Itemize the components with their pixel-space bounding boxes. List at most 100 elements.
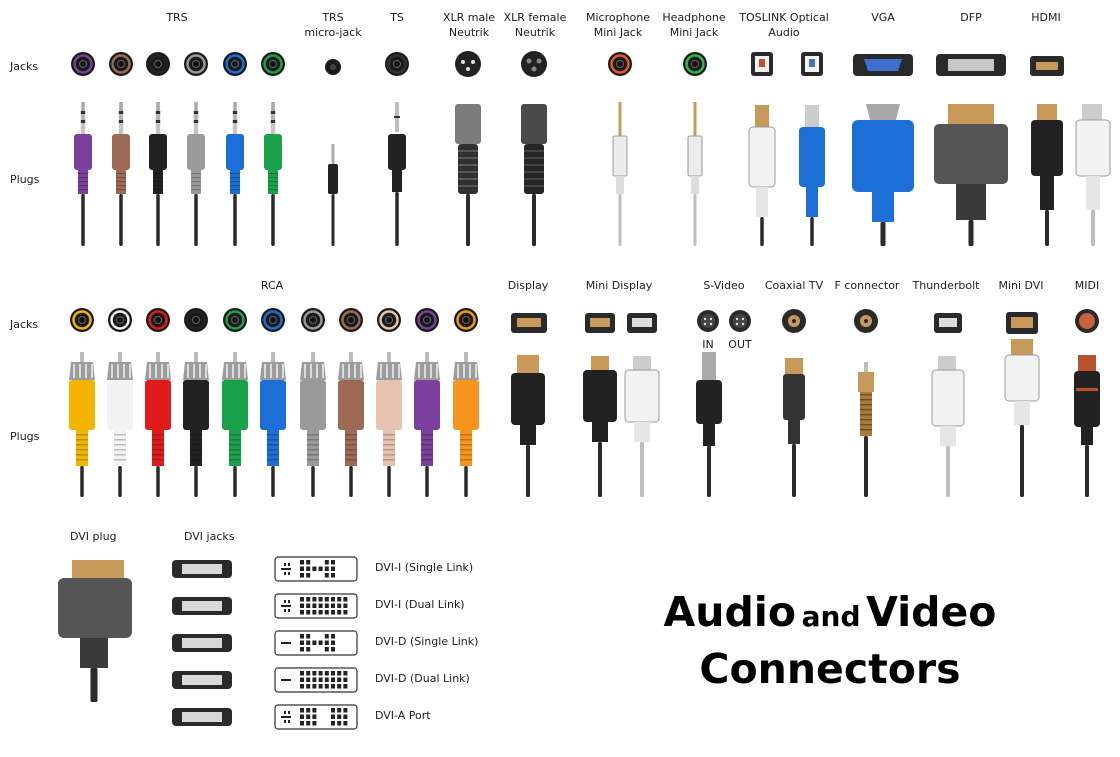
rca-jack: [377, 308, 401, 332]
label-headphone: Headphone Mini Jack: [662, 11, 726, 39]
rca-plug: [107, 352, 133, 497]
coaxial-jack: [782, 309, 806, 333]
rca-plug: [222, 352, 248, 497]
jacks-row-label-top: Jacks: [10, 60, 39, 73]
rca-jack: [415, 308, 439, 332]
dfp-plug: [934, 104, 1008, 246]
dvi-jack-port: [172, 634, 232, 652]
dvi-pin-diagram: [274, 630, 358, 656]
rca-jack: [184, 308, 208, 332]
label-svideo-out: OUT: [728, 338, 752, 351]
dvi-port-label: DVI-D (Dual Link): [375, 672, 470, 685]
trs-micro-jack: [325, 59, 341, 75]
label-xlr-female: XLR female Neutrik: [503, 11, 567, 39]
plugs-row-label-mid: Plugs: [10, 430, 40, 443]
mini-dvi-plug: [1004, 339, 1040, 497]
vga-plug: [852, 104, 914, 246]
trs-plug: [112, 102, 130, 246]
svideo-jack: [697, 310, 719, 332]
toslink-plug: [748, 105, 776, 246]
dvi-pin-diagram: [274, 556, 358, 582]
xlr-female-plug: [521, 104, 547, 246]
trs-plug: [264, 102, 282, 246]
hdmi-plug-white: [1075, 104, 1111, 246]
xlr-female-jack: [521, 51, 547, 77]
label-f-connector: F connector: [834, 279, 900, 292]
rca-plug: [300, 352, 326, 497]
hdmi-jack: [1030, 56, 1064, 76]
rca-jack: [108, 308, 132, 332]
label-display: Display: [507, 279, 549, 292]
midi-plug: [1074, 355, 1100, 497]
label-thunderbolt: Thunderbolt: [912, 279, 980, 292]
label-ts: TS: [390, 11, 404, 24]
svideo-jack: [729, 310, 751, 332]
rca-plug: [145, 352, 171, 497]
label-dvi-plug: DVI plug: [70, 530, 117, 543]
dvi-jack-port: [172, 708, 232, 726]
label-toslink: TOSLINK Optical Audio: [739, 11, 829, 39]
dvi-port-label: DVI-I (Dual Link): [375, 598, 465, 611]
rca-plug: [260, 352, 286, 497]
microphone-jack: [608, 52, 632, 76]
trs-plug: [187, 102, 205, 246]
rca-jack: [261, 308, 285, 332]
thunderbolt-jack: [934, 313, 962, 333]
label-svideo-in: IN: [702, 338, 714, 351]
dvi-plug-large: [58, 560, 132, 702]
toslink-jack: [751, 52, 773, 76]
rca-plug: [414, 352, 440, 497]
label-svideo: S-Video: [703, 279, 745, 292]
rca-jack: [339, 308, 363, 332]
label-microphone: Microphone Mini Jack: [585, 11, 651, 39]
rca-plug: [69, 352, 95, 497]
hdmi-plug: [1031, 104, 1063, 246]
dvi-port-label: DVI-D (Single Link): [375, 635, 479, 648]
plugs-row-label-top: Plugs: [10, 173, 40, 186]
f-connector-plug: [858, 362, 874, 497]
page-title: Audio and Video Connectors: [663, 588, 997, 693]
dvi-jack-port: [172, 597, 232, 615]
label-rca: RCA: [260, 279, 284, 292]
trs-jack: [109, 52, 133, 76]
xlr-male-jack: [455, 51, 481, 77]
rca-jack: [454, 308, 478, 332]
vga-jack: [853, 54, 913, 76]
label-mini-display: Mini Display: [585, 279, 653, 292]
display-plug: [511, 355, 545, 497]
trs-jack: [71, 52, 95, 76]
dvi-port-label: DVI-A Port: [375, 709, 431, 722]
toslink-jack: [801, 52, 823, 76]
headphone-plug: [687, 102, 703, 246]
trs-micro-plug: [328, 144, 338, 246]
dvi-port-label: DVI-I (Single Link): [375, 561, 474, 574]
trs-jack: [223, 52, 247, 76]
label-hdmi: HDMI: [1031, 11, 1061, 24]
rca-plug: [183, 352, 209, 497]
dvi-jack-port: [172, 560, 232, 578]
label-mini-dvi: Mini DVI: [998, 279, 1044, 292]
dfp-jack: [936, 54, 1006, 76]
label-trs: TRS: [166, 11, 188, 24]
mini-display-plug: [583, 356, 617, 497]
label-dvi-jacks: DVI jacks: [184, 530, 235, 543]
label-vga: VGA: [871, 11, 895, 24]
trs-plug: [149, 102, 167, 246]
mini-dvi-jack: [1006, 312, 1038, 334]
mini-display-jack: [627, 313, 657, 333]
midi-jack: [1075, 309, 1099, 333]
dvi-pin-diagram: [274, 667, 358, 693]
thunderbolt-plug: [931, 356, 965, 497]
f-connector-jack: [854, 309, 878, 333]
rca-jack: [146, 308, 170, 332]
display-jack: [511, 313, 547, 333]
dvi-pin-diagram: [274, 593, 358, 619]
trs-jack: [184, 52, 208, 76]
mini-display-plug-white: [624, 356, 660, 497]
label-trs-micro: TRS micro-jack: [304, 11, 362, 39]
xlr-male-plug: [455, 104, 481, 246]
label-coaxial-tv: Coaxial TV: [764, 279, 824, 292]
rca-jack: [70, 308, 94, 332]
label-midi: MIDI: [1074, 279, 1100, 292]
